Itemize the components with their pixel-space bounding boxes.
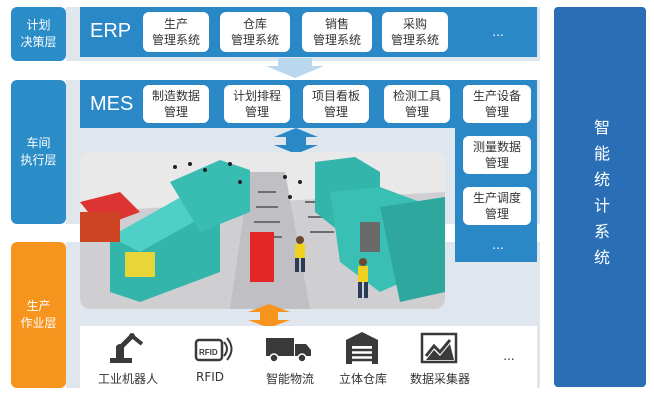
smart-statistics-label: 智能统计系统	[591, 119, 610, 275]
factory-illustration	[80, 152, 445, 309]
layer-label-plan: 计划 决策层	[11, 7, 66, 61]
layer-label-work-text: 生产 作业层	[20, 299, 57, 330]
device-label-logistics: 智能物流	[265, 372, 314, 386]
device-label-rfid: RFID	[195, 370, 225, 384]
device-row	[80, 326, 537, 388]
mes-box-scheduling: 生产调度 管理	[463, 187, 531, 225]
mes-factory-arrow	[274, 128, 318, 154]
truck-icon	[266, 338, 311, 363]
layer-label-exec: 车间 执行层	[11, 80, 66, 224]
mes-title: MES	[90, 93, 134, 115]
layer-label-plan-text: 计划 决策层	[20, 18, 57, 49]
rfid-icon: RFID	[194, 337, 233, 362]
data-collector-icon	[420, 332, 458, 364]
erp-box-warehouse: 仓库 管理系统	[220, 12, 290, 52]
mes-box-planning: 计划排程 管理	[224, 85, 290, 123]
factory-bottom-arrow	[248, 304, 290, 328]
device-label-robot: 工业机器人	[97, 372, 158, 386]
device-more: ...	[503, 349, 515, 363]
device-label-warehouse: 立体仓库	[338, 372, 387, 386]
mes-box-manufacturing-data: 制造数据 管理	[143, 85, 209, 123]
layer-label-exec-text: 车间 执行层	[20, 136, 57, 167]
erp-mes-arrow	[266, 58, 324, 78]
erp-box-purchase: 采购 管理系统	[382, 12, 448, 52]
mes-box-inspection: 检测工具 管理	[384, 85, 450, 123]
mes-box-kanban: 项目看板 管理	[303, 85, 369, 123]
svg-text:RFID: RFID	[199, 348, 218, 357]
erp-box-production: 生产 管理系统	[143, 12, 209, 52]
device-label-collector: 数据采集器	[409, 372, 470, 386]
robot-arm-icon	[110, 333, 144, 363]
erp-box-sales: 销售 管理系统	[302, 12, 372, 52]
mes-box-equipment: 生产设备 管理	[463, 85, 531, 123]
erp-more: ...	[492, 25, 504, 39]
warehouse-icon	[346, 332, 378, 364]
layer-label-work: 生产 作业层	[11, 242, 66, 388]
mes-box-measurement: 测量数据 管理	[463, 136, 531, 174]
factory-scene-image	[80, 152, 445, 309]
smart-statistics-panel: 智能统计系统	[554, 7, 646, 387]
erp-title: ERP	[90, 20, 132, 42]
mes-more: ...	[492, 238, 504, 252]
